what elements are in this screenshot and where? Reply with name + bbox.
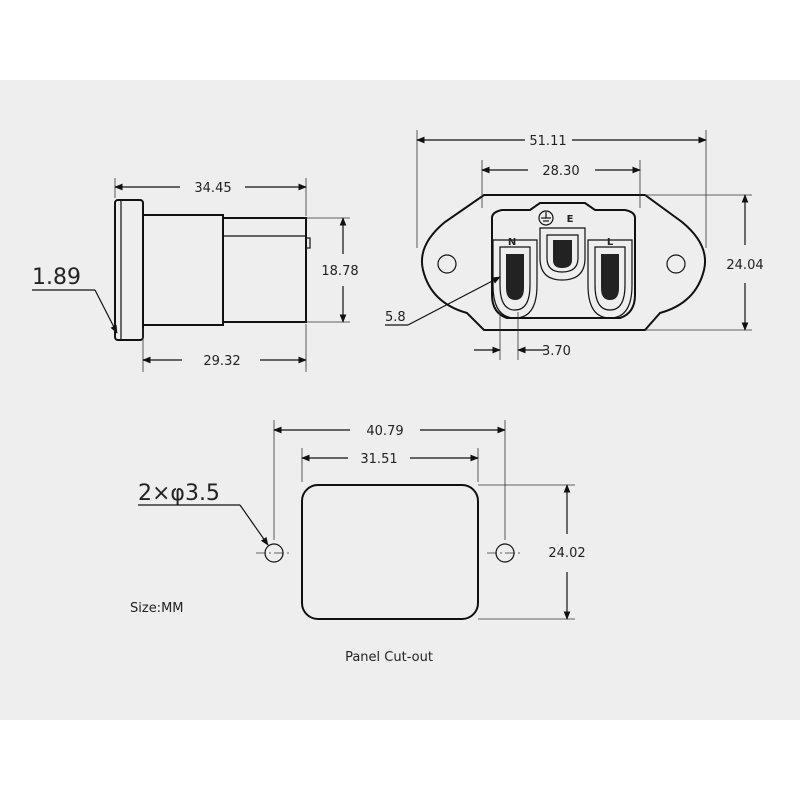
dim-inner-width: 28.30	[542, 164, 579, 179]
side-view: 34.45 29.32 18.78 1.89	[32, 178, 359, 372]
front-view: N E L 51.11 28.30 24.04 3.70 5.8	[385, 130, 764, 360]
ground-icon	[538, 210, 554, 226]
pin-label-e: E	[567, 214, 574, 225]
units-note: Size:MM	[130, 601, 184, 616]
holes-callout: 2×φ3.5	[138, 481, 220, 506]
dim-cutout-height: 24.02	[548, 546, 585, 561]
dim-height: 18.78	[321, 264, 358, 279]
pin-label-l: L	[607, 237, 614, 248]
dim-cutout-width: 31.51	[360, 452, 397, 467]
dim-front-height: 24.04	[726, 258, 763, 273]
cutout-title: Panel Cut-out	[345, 650, 433, 665]
dim-flange-thickness: 1.89	[32, 265, 81, 290]
side-flange	[114, 199, 144, 341]
dim-body-length: 29.32	[203, 354, 240, 369]
dim-pin-gap: 3.70	[542, 344, 571, 359]
side-body	[142, 214, 224, 326]
pin-label-n: N	[508, 237, 516, 248]
mount-hole-left	[437, 254, 457, 274]
mount-hole-right	[666, 254, 686, 274]
cutout-view: 40.79 31.51 24.02 2×φ3.5 Panel Cut-out	[138, 420, 586, 665]
cutout-rect	[301, 484, 479, 620]
side-body-rear	[222, 217, 307, 323]
pin-l-contact	[601, 254, 619, 300]
pin-n-contact	[506, 254, 524, 300]
dim-overall-length: 34.45	[194, 181, 231, 196]
dim-overall-width: 51.11	[529, 134, 566, 149]
dim-hole-spacing: 40.79	[366, 424, 403, 439]
socket-body	[491, 202, 636, 319]
pin-e-contact	[553, 240, 572, 268]
dim-pin: 5.8	[385, 310, 406, 325]
